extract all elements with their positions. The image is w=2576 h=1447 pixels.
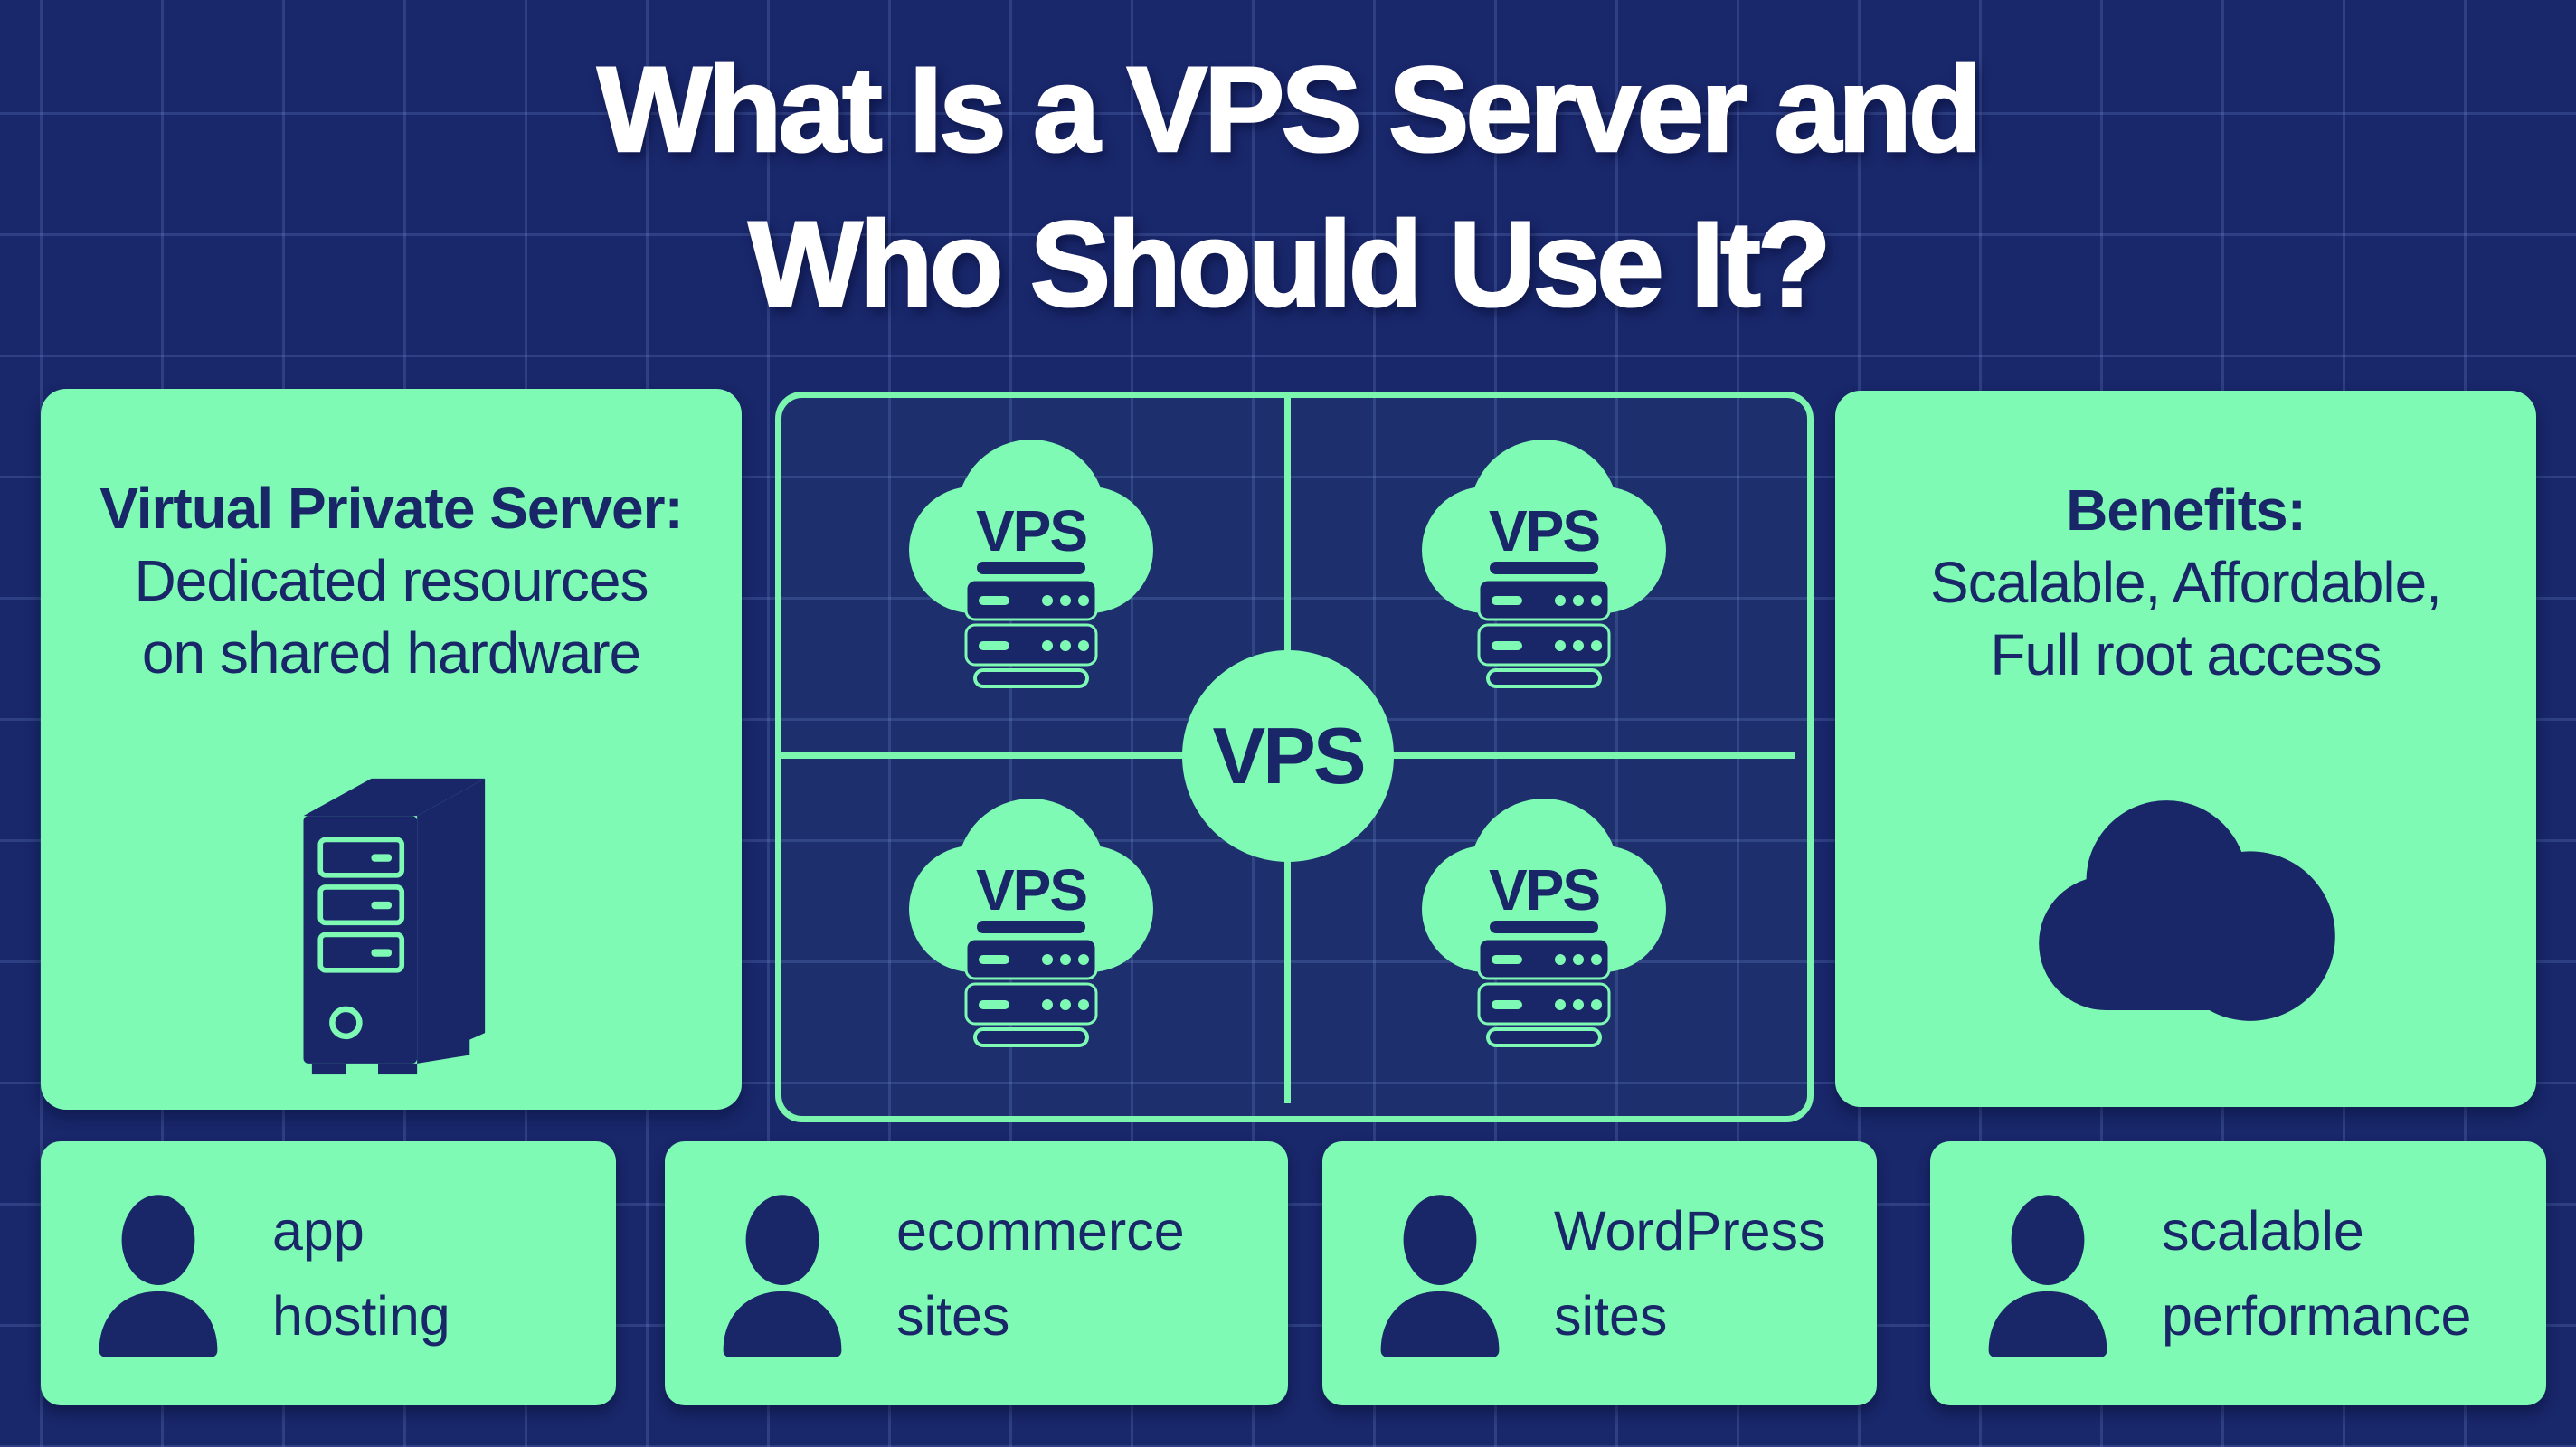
vps-cloud-label: VPS <box>976 857 1086 922</box>
use-case-line-1: WordPress <box>1554 1200 1826 1262</box>
title-line-2: Who Should Use It? <box>747 196 1833 334</box>
definition-panel: Virtual Private Server: Dedicated resour… <box>41 389 742 1110</box>
benefits-heading: Benefits: <box>2066 478 2306 543</box>
vps-hub-label: VPS <box>1212 711 1366 800</box>
use-case-card-scalable-performance: scalable performance <box>1930 1141 2546 1405</box>
definition-body-line-2: on shared hardware <box>141 620 641 686</box>
use-case-line-1: scalable <box>2162 1200 2364 1262</box>
user-icon <box>99 1194 218 1357</box>
cloud-icon <box>2038 800 2335 1021</box>
vps-cloud-label: VPS <box>1489 498 1599 563</box>
user-icon <box>1380 1194 1500 1357</box>
use-case-label: scalable performance <box>2162 1188 2471 1358</box>
use-case-label: WordPress sites <box>1554 1188 1826 1358</box>
user-icon <box>1988 1194 2107 1357</box>
definition-body-line-1: Dedicated resources <box>134 548 649 613</box>
vps-cloud-server-icon: VPS <box>1420 438 1668 688</box>
definition-text: Virtual Private Server: Dedicated resour… <box>41 389 742 689</box>
vps-cloud-server-icon: VPS <box>907 438 1155 688</box>
vps-hub-circle: VPS <box>1182 650 1394 862</box>
definition-heading: Virtual Private Server: <box>99 476 684 541</box>
use-case-label: ecommerce sites <box>896 1188 1185 1358</box>
use-case-line-1: app <box>272 1200 365 1262</box>
use-case-line-2: sites <box>896 1285 1010 1347</box>
benefits-body-line-1: Scalable, Affordable, <box>1930 550 2442 615</box>
benefits-body-line-2: Full root access <box>1990 622 2382 687</box>
server-tower-icon <box>303 778 485 1075</box>
use-case-label: app hosting <box>272 1188 450 1358</box>
use-case-line-2: sites <box>1554 1285 1668 1347</box>
vps-grid-panel: VPS VPS VPS VPS VPS <box>775 392 1814 1122</box>
use-case-card-app-hosting: app hosting <box>41 1141 616 1405</box>
use-case-line-1: ecommerce <box>896 1200 1185 1262</box>
benefits-text: Benefits: Scalable, Affordable, Full roo… <box>1835 391 2536 691</box>
vps-cloud-server-icon: VPS <box>1420 797 1668 1047</box>
use-case-card-ecommerce: ecommerce sites <box>665 1141 1288 1405</box>
vps-cloud-label: VPS <box>1489 857 1599 922</box>
title-line-1: What Is a VPS Server and <box>596 42 1984 179</box>
benefits-panel: Benefits: Scalable, Affordable, Full roo… <box>1835 391 2536 1107</box>
vps-cloud-label: VPS <box>976 498 1086 563</box>
use-case-line-2: performance <box>2162 1285 2472 1347</box>
page-title: What Is a VPS Server and Who Should Use … <box>0 33 2576 342</box>
use-case-card-wordpress: WordPress sites <box>1322 1141 1877 1405</box>
vps-cloud-server-icon: VPS <box>907 797 1155 1047</box>
user-icon <box>723 1194 842 1357</box>
use-case-line-2: hosting <box>272 1285 450 1347</box>
